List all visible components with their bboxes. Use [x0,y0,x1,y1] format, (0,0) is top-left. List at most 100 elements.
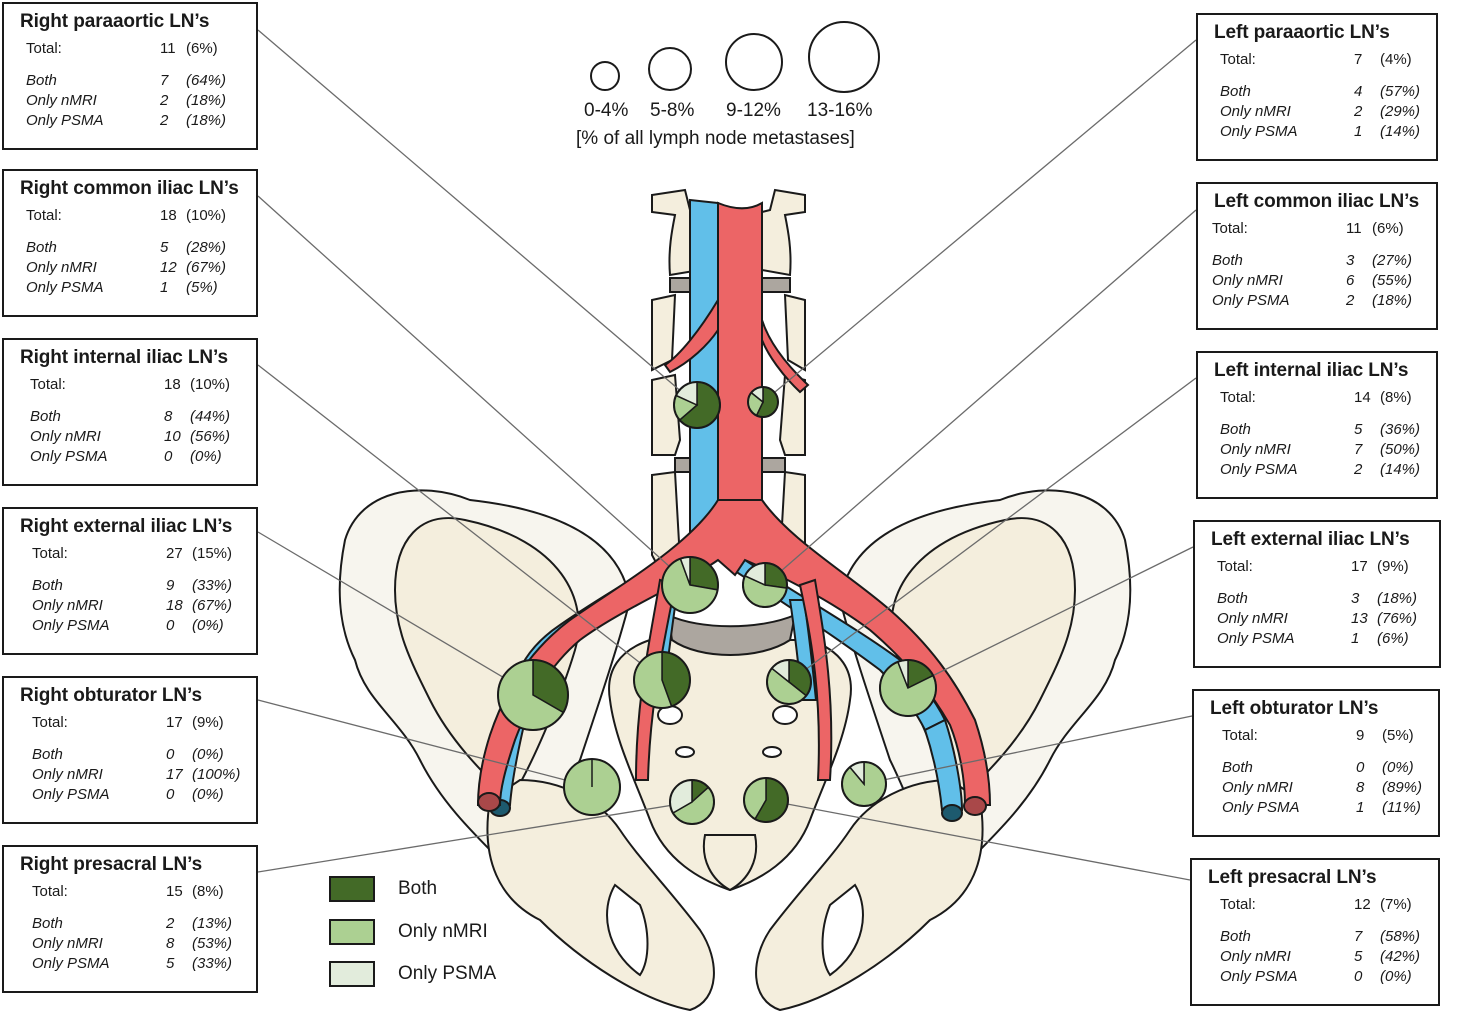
row-label: Only PSMA [32,617,110,634]
row-percent: (36%) [1380,421,1421,438]
pie-outline [841,761,887,807]
row-percent: (53%) [192,935,233,952]
pie-outline [497,659,569,731]
pie-outline [673,381,721,429]
row-label: Only PSMA [1220,461,1298,478]
aorta [717,201,763,521]
row-percent: (33%) [192,577,233,594]
row-percent: (4%) [1380,51,1412,68]
leader-line-right-internal-iliac [257,364,663,681]
row-label: Both [1222,759,1253,776]
row-label: Total: [1222,727,1258,744]
row-label: Both [26,72,57,89]
vertebra [783,293,806,372]
legend-label-only-psma: Only PSMA [398,963,497,984]
row-count: 0 [166,786,175,803]
row-label: Only nMRI [1217,610,1288,627]
row-percent: (50%) [1380,441,1421,458]
row-label: Total: [1212,220,1248,237]
row-percent: (14%) [1380,123,1421,140]
pie-left-internal-iliac [766,659,812,705]
pie-right-external-iliac [497,659,569,731]
row-percent: (15%) [192,545,233,562]
row-percent: (7%) [1380,896,1412,913]
size-scale [590,21,880,93]
region-title: Right presacral LN’s [20,854,203,875]
row-percent: (67%) [192,597,233,614]
row-percent: (11%) [1382,799,1421,816]
row-percent: (8%) [192,883,224,900]
left-internal-iliac-artery [798,578,833,781]
pie-right-common-iliac [661,556,719,614]
row-count: 11 [160,40,176,57]
left-external-iliac-artery-end [963,796,987,816]
row-percent: (8%) [1380,389,1412,406]
aortic-bifurcation [476,499,992,806]
row-count: 14 [1354,389,1371,406]
legend-swatch-both [329,876,375,902]
row-label: Total: [26,40,62,57]
region-title: Right external iliac LN’s [20,516,233,537]
row-count: 18 [164,376,181,393]
row-count: 5 [1354,421,1363,438]
leader-line-left-presacral [765,799,1191,881]
row-count: 8 [1356,779,1365,796]
leader-line-right-common-iliac [257,195,691,586]
row-label: Both [30,408,61,425]
row-count: 3 [1351,590,1360,607]
row-count: 11 [1346,220,1362,237]
row-count: 17 [1351,558,1368,575]
row-label: Only PSMA [1217,630,1295,647]
pie-outline [661,556,719,614]
region-title: Right internal iliac LN’s [20,347,228,368]
row-count: 12 [1354,896,1371,913]
pie-right-internal-iliac [633,651,691,709]
sacral-foramen [762,746,782,758]
size-scale-label-5-8: 5-8% [650,100,695,121]
row-count: 3 [1346,252,1355,269]
row-count: 5 [1354,948,1363,965]
legend-label-only-nmri: Only nMRI [398,921,488,942]
row-count: 1 [1351,630,1360,647]
leader-line-right-external-iliac [257,531,534,696]
pie-right-presacral [669,779,715,825]
row-label: Both [1217,590,1248,607]
region-title: Right paraaortic LN’s [20,11,210,32]
row-count: 17 [166,714,183,731]
right-obturator-foramen [606,883,649,977]
row-percent: (6%) [1377,630,1409,647]
pie-left-common-iliac [742,562,788,608]
row-percent: (9%) [1377,558,1409,575]
row-count: 7 [1354,928,1363,945]
row-label: Only nMRI [30,428,101,445]
row-count: 7 [160,72,169,89]
size-scale-circle-0-4 [590,61,620,91]
row-percent: (0%) [192,746,224,763]
row-count: 18 [166,597,183,614]
row-count: 18 [160,207,177,224]
row-percent: (18%) [186,92,227,109]
size-scale-caption: [% of all lymph node metastases] [576,128,855,149]
row-label: Total: [30,376,66,393]
row-label: Total: [32,545,68,562]
region-title: Left external iliac LN’s [1211,529,1410,550]
row-percent: (10%) [190,376,231,393]
row-label: Total: [1220,51,1256,68]
row-label: Total: [32,714,68,731]
row-label: Total: [1217,558,1253,575]
row-count: 2 [160,112,169,129]
row-percent: (42%) [1380,948,1421,965]
row-count: 17 [166,766,183,783]
sacral-foramen [772,705,798,725]
row-label: Only PSMA [1212,292,1290,309]
row-count: 7 [1354,51,1363,68]
row-label: Both [1220,421,1251,438]
row-count: 0 [164,448,173,465]
pie-outline [742,562,788,608]
